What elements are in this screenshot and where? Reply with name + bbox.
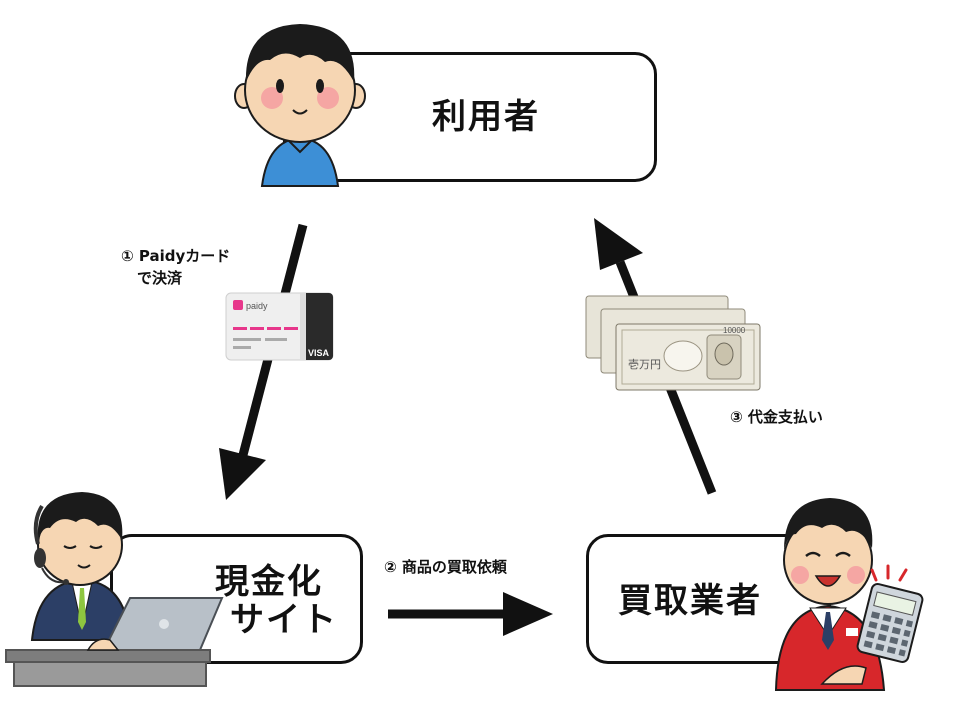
paidy-logo-icon <box>233 300 243 310</box>
operator-person-icon <box>5 492 224 687</box>
banknote-text: 壱万円 <box>628 357 661 371</box>
arrow-step1 <box>219 223 308 500</box>
calculator-icon <box>856 564 924 663</box>
arrow-step2 <box>388 592 553 636</box>
banknote-front: 壱万円 10000 <box>615 323 761 391</box>
site-label-line2: サイト <box>230 600 338 640</box>
card-network-text: VISA <box>308 348 330 358</box>
site-label-line1: 現金化 <box>215 562 323 602</box>
step1-label-line2: で決済 <box>137 269 183 287</box>
buyer-label: 買取業者 <box>618 581 762 621</box>
step1-label-line1: ① Paidyカード <box>121 247 231 265</box>
paidy-card-image: paidy VISA <box>225 292 334 361</box>
banknotes-image: 壱万円 10000 <box>585 295 761 391</box>
buyer-person-icon <box>774 498 924 691</box>
banknote-denomination: 10000 <box>723 326 746 335</box>
card-brand-text: paidy <box>246 301 268 311</box>
step2-label: ② 商品の買取依頼 <box>384 558 507 576</box>
user-person-icon <box>234 24 366 187</box>
step3-label: ③ 代金支払い <box>730 408 823 426</box>
user-label: 利用者 <box>432 97 540 137</box>
